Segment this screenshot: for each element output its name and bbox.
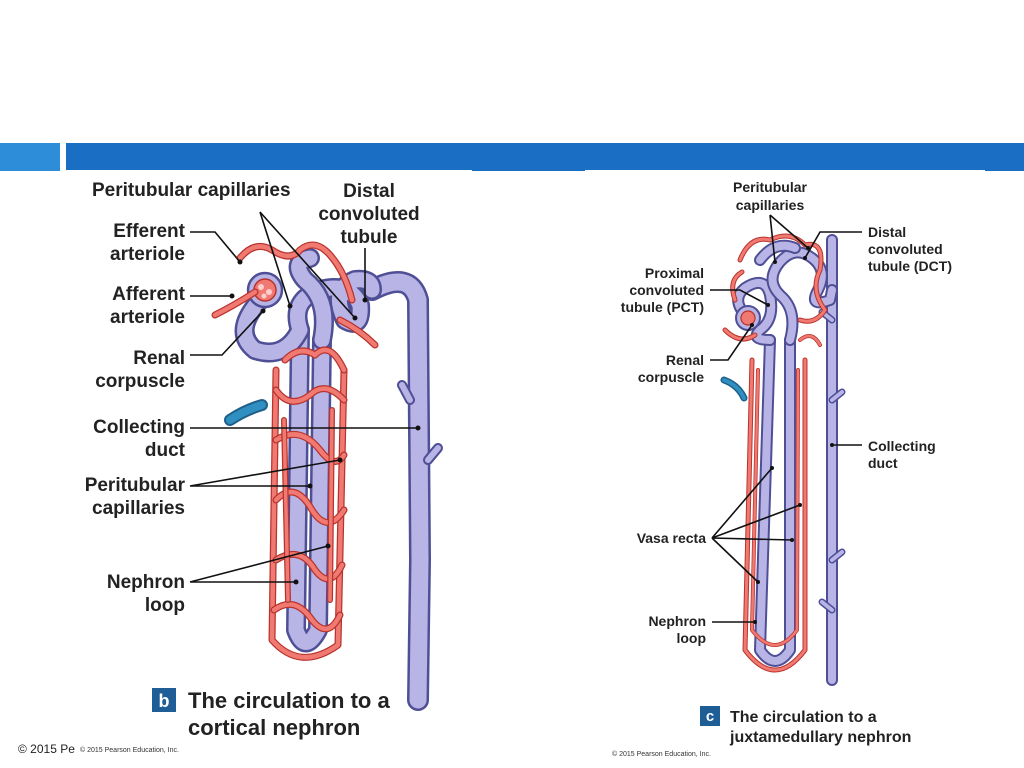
panel-b-capillary-network	[211, 241, 379, 661]
label-c-renal-line1: Renal	[666, 352, 704, 368]
label-b-distal-line2: convoluted	[318, 204, 419, 225]
label-c-collecting-line2: duct	[868, 455, 898, 471]
caption-c-badge	[700, 706, 720, 726]
label-c-renal-line2: corpuscle	[638, 369, 704, 385]
caption-b-line2: cortical nephron	[188, 715, 360, 740]
label-b-peritubular-mid-line1: Peritubular	[85, 475, 186, 496]
caption-c-letter: c	[706, 708, 714, 725]
panel-c-blue-duct-stub-fill	[722, 378, 746, 400]
label-b-efferent-line1: Efferent	[113, 221, 185, 242]
panel-c-nephron-loop-tube	[754, 334, 796, 667]
panel-b-leader-lines	[189, 211, 418, 583]
label-b-renal-line1: Renal	[133, 348, 185, 369]
label-c-nephron-line2: loop	[676, 630, 706, 646]
label-c-peritubular-line1: Peritubular	[733, 179, 807, 195]
label-b-collecting-line2: duct	[145, 440, 186, 461]
panel-c-capillary-network	[722, 233, 828, 673]
caption-b-line1: The circulation to a	[188, 688, 390, 713]
label-b-collecting-line1: Collecting	[93, 417, 185, 438]
caption-b-badge	[152, 688, 176, 712]
caption-b-letter: b	[159, 691, 170, 711]
caption-c-line2: juxtamedullary nephron	[729, 729, 911, 746]
panel-b-collecting-duct-tube	[361, 271, 443, 711]
label-c-distal-line1: Distal	[868, 224, 906, 240]
panel-b-background	[62, 170, 472, 768]
panel-b-cortical-nephron: Peritubular capillaries Distal convolute…	[80, 180, 443, 754]
label-b-distal-line3: tubule	[341, 227, 398, 248]
label-c-proximal-line1: Proximal	[645, 265, 704, 281]
panel-c-leader-lines	[710, 214, 862, 623]
panel-b-leader-dots	[229, 259, 421, 585]
caption-c-line1: The circulation to a	[730, 709, 877, 726]
label-b-nephron-line2: loop	[145, 595, 185, 616]
label-b-afferent-line2: arteriole	[110, 307, 185, 328]
copyright-c: © 2015 Pearson Education, Inc.	[612, 750, 711, 758]
label-b-renal-line2: corpuscle	[95, 371, 185, 392]
panel-c-leader-dots	[750, 246, 834, 624]
header-band	[66, 143, 1024, 171]
panel-c-glomerulus	[740, 310, 756, 326]
label-c-proximal-line2: convoluted	[629, 282, 704, 298]
label-c-proximal-line3: tubule (PCT)	[621, 299, 704, 315]
label-b-efferent-line2: arteriole	[110, 244, 185, 265]
label-c-distal-line3: tubule (DCT)	[868, 258, 952, 274]
label-b-afferent-line1: Afferent	[112, 284, 186, 305]
label-b-nephron-line1: Nephron	[107, 572, 185, 593]
label-c-collecting-line1: Collecting	[868, 438, 936, 454]
label-c-peritubular-line2: capillaries	[736, 197, 805, 213]
label-c-distal-line2: convoluted	[868, 241, 943, 257]
panel-b-convoluted-tubule	[234, 248, 382, 363]
panel-b-blue-duct-stub-fill	[226, 401, 266, 424]
panel-c-juxtamedullary-nephron: Peritubular capillaries Distal convolute…	[612, 179, 952, 758]
header-band-small	[0, 143, 60, 171]
label-c-nephron-line1: Nephron	[648, 613, 706, 629]
copyright-b: © 2015 Pearson Education, Inc.	[80, 746, 179, 754]
label-b-peritubular-capillaries-top: Peritubular capillaries	[92, 180, 291, 201]
panel-c-collecting-duct-tube	[818, 234, 846, 686]
label-b-distal-line1: Distal	[343, 181, 395, 202]
label-b-peritubular-mid-line2: capillaries	[92, 498, 185, 519]
label-c-vasa-recta: Vasa recta	[637, 530, 706, 546]
slide-footer-copyright: © 2015 Pe	[18, 742, 75, 756]
